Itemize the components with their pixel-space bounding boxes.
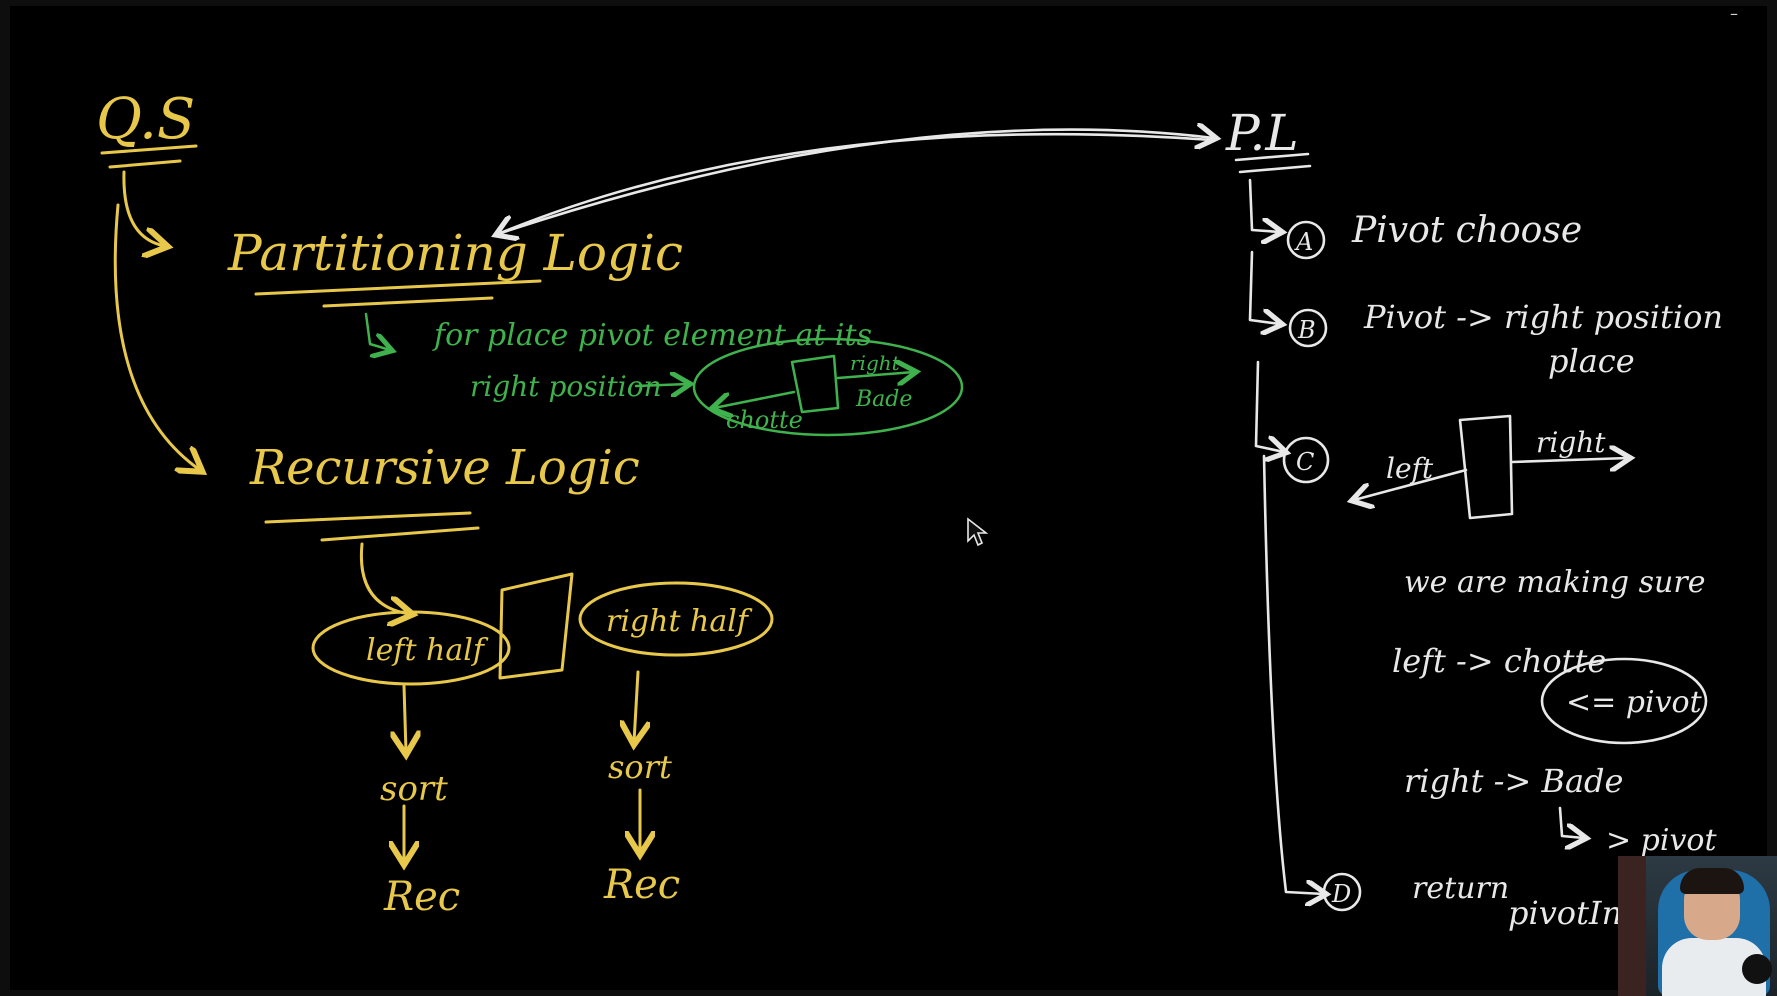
step-a-text: Pivot choose (1351, 210, 1582, 251)
pl-to-a-arrow (1248, 178, 1280, 232)
left-half-ellipse (311, 610, 511, 686)
step-d-marker: D (1331, 880, 1351, 908)
green-right-label-bottom: Bade (855, 387, 912, 412)
sort-left: sort (380, 769, 448, 809)
partitioning-underline (254, 279, 542, 308)
qs-underline (100, 144, 198, 169)
rec-left: Rec (383, 874, 460, 920)
partition-note-line2: right position (470, 370, 662, 403)
pl-title: P.L (1225, 104, 1299, 162)
rec-right: Rec (603, 862, 680, 908)
step-b-text-line1: Pivot -> right position (1363, 298, 1723, 336)
gt-pivot-hook (1558, 806, 1584, 838)
left-half-to-sort-arrow (404, 684, 406, 752)
green-pivot-box (790, 354, 840, 414)
partition-note-line1: for place pivot element at its (432, 318, 872, 353)
pl-underline (1234, 152, 1312, 174)
recursive-title: Recursive Logic (249, 440, 640, 496)
step-a-marker: A (1294, 228, 1313, 256)
webcam-presenter-hair (1680, 868, 1744, 894)
qs-to-recursive-arrow (113, 203, 200, 470)
right-half-to-sort-arrow (634, 670, 638, 742)
pl-left-arrow (1354, 468, 1468, 500)
gt-pivot-text: > pivot (1606, 823, 1717, 858)
pl-to-d-arrow (1262, 454, 1324, 894)
minimize-icon[interactable]: – (1730, 4, 1738, 23)
right-half-label: right half (606, 604, 753, 639)
le-pivot-ellipse (1540, 657, 1708, 745)
green-right-label-top: right (850, 351, 901, 375)
partition-note: for place pivot element at its right pos… (364, 312, 964, 437)
green-left-label: chotte (726, 406, 803, 434)
right-arrow-text: right -> Bade (1404, 762, 1623, 800)
le-pivot-text: <= pivot (1566, 685, 1703, 720)
left-half-label: left half (366, 633, 489, 668)
green-left-arrow (714, 390, 796, 408)
green-diagram-ellipse (692, 337, 964, 437)
pl-pivot-box (1458, 414, 1514, 520)
diagram-left: left (1386, 452, 1434, 485)
sort-right: sort (608, 748, 672, 786)
step-c-circle (1282, 436, 1330, 484)
qs-to-partition-arrow (122, 170, 165, 246)
step-a-circle (1286, 220, 1326, 260)
step-d-text: return (1412, 871, 1509, 906)
board-frame (10, 6, 1767, 990)
step-c-marker: C (1296, 448, 1314, 476)
partitioning-title: Partitioning Logic (227, 224, 683, 282)
webcam-overlay (1618, 856, 1777, 996)
green-right-arrow (836, 372, 914, 378)
step-b-marker: B (1297, 316, 1316, 344)
step-d-circle (1322, 872, 1362, 912)
pivot-index-text: pivotIn (1508, 894, 1622, 932)
left-arrow-text: left -> chotte (1392, 642, 1606, 680)
pivot-box (498, 572, 574, 680)
microphone-icon (1742, 954, 1772, 984)
pl-to-c-arrow (1254, 360, 1284, 452)
pl-to-partition-arrow (498, 132, 1214, 234)
mouse-pointer-icon (967, 517, 989, 547)
qs-section: Q.S Partitioning Logic Recursive Logic l… (96, 87, 774, 920)
note-to-diagram-arrow (634, 384, 688, 386)
qs-title: Q.S (96, 87, 195, 152)
recursive-underline (264, 511, 480, 542)
pl-section: P.L A Pivot choose B Pivot -> right posi… (1225, 104, 1723, 932)
note-hook-arrow (364, 312, 390, 350)
pl-right-arrow (1510, 458, 1628, 462)
pl-to-b-arrow (1248, 250, 1280, 324)
pl-arrow-return (496, 130, 1214, 236)
step-b-text-line2: place (1548, 342, 1635, 380)
right-half-ellipse (578, 581, 774, 657)
webcam-background (1618, 856, 1646, 996)
step-b-circle (1288, 308, 1328, 348)
making-sure-text: we are making sure (1404, 565, 1705, 600)
diagram-right: right (1536, 426, 1606, 459)
